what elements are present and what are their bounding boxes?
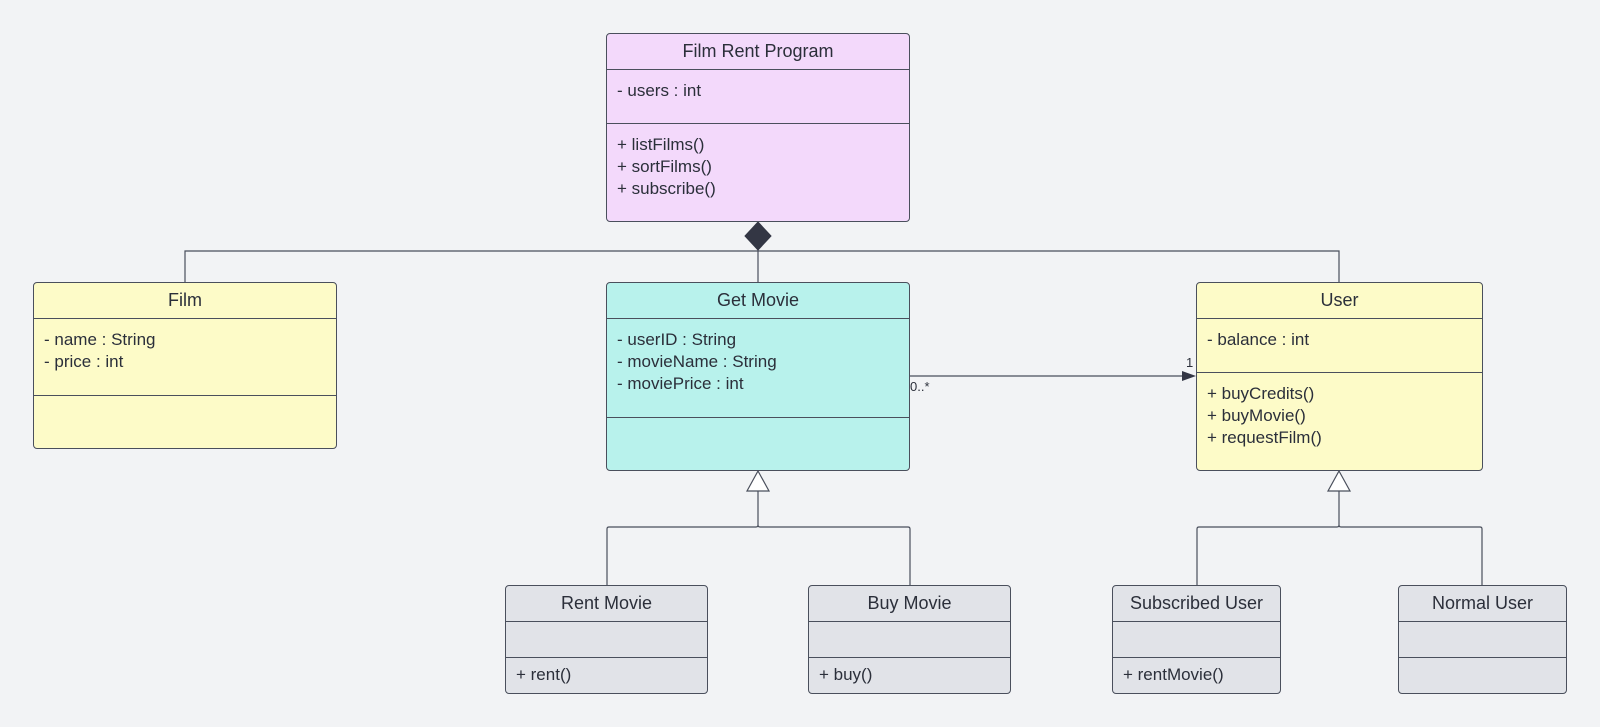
attributes-section — [1113, 622, 1280, 658]
methods-section: + listFilms() + sortFilms() + subscribe(… — [607, 124, 909, 221]
method: + rent() — [516, 665, 572, 684]
generalization-connector-user-right — [1338, 524, 1483, 585]
attributes-section: - userID : String - movieName : String -… — [607, 319, 909, 418]
attribute: - balance : int — [1207, 330, 1310, 349]
methods-section — [1399, 658, 1566, 693]
class-name: Rent Movie — [506, 586, 707, 622]
method: + requestFilm() — [1207, 428, 1322, 447]
class-rent-movie[interactable]: Rent Movie + rent() — [505, 585, 708, 694]
class-name: Film Rent Program — [607, 34, 909, 70]
generalization-connector-getmovie-right — [757, 524, 911, 585]
method: + buyCredits() — [1207, 384, 1315, 403]
multiplicity-user-end: 1 — [1186, 355, 1194, 370]
attribute: - movieName : String — [617, 352, 777, 371]
class-user[interactable]: User - balance : int + buyCredits() + bu… — [1196, 282, 1483, 471]
attributes-section: - balance : int — [1197, 319, 1482, 373]
attributes-section — [1399, 622, 1566, 658]
class-name: Subscribed User — [1113, 586, 1280, 622]
composition-diamond-icon — [744, 221, 772, 251]
methods-section: + rent() — [506, 658, 707, 693]
class-normal-user[interactable]: Normal User — [1398, 585, 1567, 694]
composition-connector — [184, 250, 1340, 282]
attributes-section: - users : int — [607, 70, 909, 124]
class-name: User — [1197, 283, 1482, 319]
attribute: - moviePrice : int — [617, 374, 744, 393]
class-film[interactable]: Film - name : String - price : int — [33, 282, 337, 449]
methods-section: + buyCredits() + buyMovie() + requestFil… — [1197, 373, 1482, 470]
class-film-rent-program[interactable]: Film Rent Program - users : int + listFi… — [606, 33, 910, 222]
attributes-section — [809, 622, 1010, 658]
class-name: Normal User — [1399, 586, 1566, 622]
attributes-section — [506, 622, 707, 658]
generalization-connector-user — [1196, 491, 1340, 585]
association-arrowhead-icon — [1182, 371, 1196, 381]
method: + listFilms() — [617, 135, 705, 154]
methods-section — [607, 418, 909, 470]
methods-section: + buy() — [809, 658, 1010, 693]
class-name: Film — [34, 283, 336, 319]
attribute: - userID : String — [617, 330, 737, 349]
method: + buy() — [819, 665, 873, 684]
multiplicity-get-movie-end: 0..* — [910, 379, 930, 394]
attribute: - users : int — [617, 81, 702, 100]
method: + rentMovie() — [1123, 665, 1224, 684]
method: + subscribe() — [617, 179, 716, 198]
class-name: Buy Movie — [809, 586, 1010, 622]
class-subscribed-user[interactable]: Subscribed User + rentMovie() — [1112, 585, 1281, 694]
generalization-triangle-icon — [745, 469, 771, 492]
attribute: - price : int — [44, 352, 124, 371]
attributes-section: - name : String - price : int — [34, 319, 336, 396]
methods-section — [34, 396, 336, 448]
method: + sortFilms() — [617, 157, 712, 176]
class-get-movie[interactable]: Get Movie - userID : String - movieName … — [606, 282, 910, 471]
generalization-triangle-icon — [1326, 469, 1352, 492]
generalization-connector-getmovie — [606, 491, 759, 585]
method: + buyMovie() — [1207, 406, 1306, 425]
methods-section: + rentMovie() — [1113, 658, 1280, 693]
attribute: - name : String — [44, 330, 156, 349]
class-buy-movie[interactable]: Buy Movie + buy() — [808, 585, 1011, 694]
class-name: Get Movie — [607, 283, 909, 319]
